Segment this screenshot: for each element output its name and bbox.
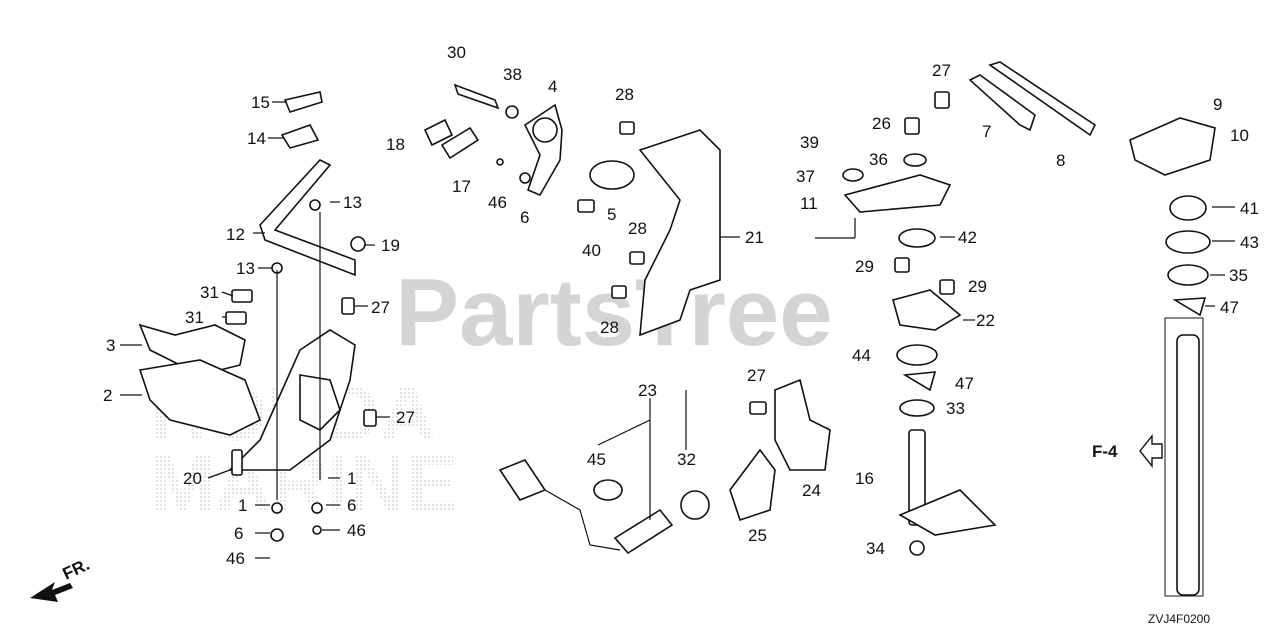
left-arrow-icon [1139, 434, 1163, 468]
label-31a: 31 [200, 283, 219, 302]
label-19: 19 [381, 236, 400, 255]
label-27d: 27 [932, 61, 951, 80]
label-27a: 27 [371, 298, 390, 317]
label-32: 32 [677, 450, 696, 469]
label-5: 5 [607, 205, 616, 224]
watermark-partstree: PartsTree [395, 259, 833, 366]
label-47b: 47 [1220, 298, 1239, 317]
label-24: 24 [802, 481, 821, 500]
front-arrow-icon [30, 582, 73, 602]
label-6a: 6 [234, 524, 243, 543]
label-31b: 31 [185, 308, 204, 327]
label-29a: 29 [855, 257, 874, 276]
label-17: 17 [452, 177, 471, 196]
label-8: 8 [1056, 151, 1065, 170]
sensor-assembly [498, 378, 831, 555]
label-9: 9 [1213, 95, 1222, 114]
label-34: 34 [866, 539, 885, 558]
label-18: 18 [386, 135, 405, 154]
label-37: 37 [796, 167, 815, 186]
label-26: 26 [872, 114, 891, 133]
label-43: 43 [1240, 233, 1259, 252]
label-7: 7 [982, 122, 991, 141]
front-label: FR. [60, 555, 93, 584]
shaft-frame [1164, 317, 1204, 597]
label-38: 38 [503, 65, 522, 84]
label-46a: 46 [226, 549, 245, 568]
diagram-code: ZVJ4F0200 [1148, 612, 1210, 626]
label-22: 22 [976, 311, 995, 330]
label-21: 21 [745, 228, 764, 247]
label-23: 23 [638, 381, 657, 400]
label-42: 42 [958, 228, 977, 247]
label-2: 2 [103, 386, 112, 405]
control-lever-assembly [423, 83, 721, 337]
label-41: 41 [1240, 199, 1259, 218]
label-1a: 1 [238, 496, 247, 515]
label-36: 36 [869, 150, 888, 169]
label-1b: 1 [347, 469, 356, 488]
ref-label[interactable]: F-4 [1092, 442, 1118, 461]
label-6c: 6 [520, 208, 529, 227]
label-13a: 13 [236, 259, 255, 278]
label-39: 39 [800, 133, 819, 152]
label-33: 33 [946, 399, 965, 418]
label-27c: 27 [747, 366, 766, 385]
part-labels: 3 2 31 31 12 13 15 14 13 19 27 27 20 1 6… [103, 43, 1259, 568]
front-indicator: FR. [30, 555, 93, 602]
label-13b: 13 [343, 193, 362, 212]
label-6b: 6 [347, 496, 356, 515]
label-25: 25 [748, 526, 767, 545]
label-29b: 29 [968, 277, 987, 296]
label-46b: 46 [347, 521, 366, 540]
label-12: 12 [226, 225, 245, 244]
label-28b: 28 [628, 219, 647, 238]
label-10: 10 [1230, 126, 1249, 145]
label-27b: 27 [396, 408, 415, 427]
label-3: 3 [106, 336, 115, 355]
label-15: 15 [251, 93, 270, 112]
label-35: 35 [1229, 266, 1248, 285]
label-45: 45 [587, 450, 606, 469]
label-30: 30 [447, 43, 466, 62]
gear-shaft-assembly [842, 61, 1216, 597]
label-16: 16 [855, 469, 874, 488]
label-11: 11 [800, 194, 818, 213]
label-28a: 28 [615, 85, 634, 104]
label-40: 40 [582, 241, 601, 260]
label-28c: 28 [600, 318, 619, 337]
reference-arrow[interactable]: F-4 [1092, 434, 1163, 468]
label-14: 14 [247, 129, 266, 148]
label-47a: 47 [955, 374, 974, 393]
leader-lines [120, 101, 1235, 559]
label-20: 20 [183, 469, 202, 488]
label-4: 4 [548, 77, 557, 96]
label-44: 44 [852, 346, 871, 365]
throttle-bracket-assembly [138, 91, 377, 542]
label-46c: 46 [488, 193, 507, 212]
